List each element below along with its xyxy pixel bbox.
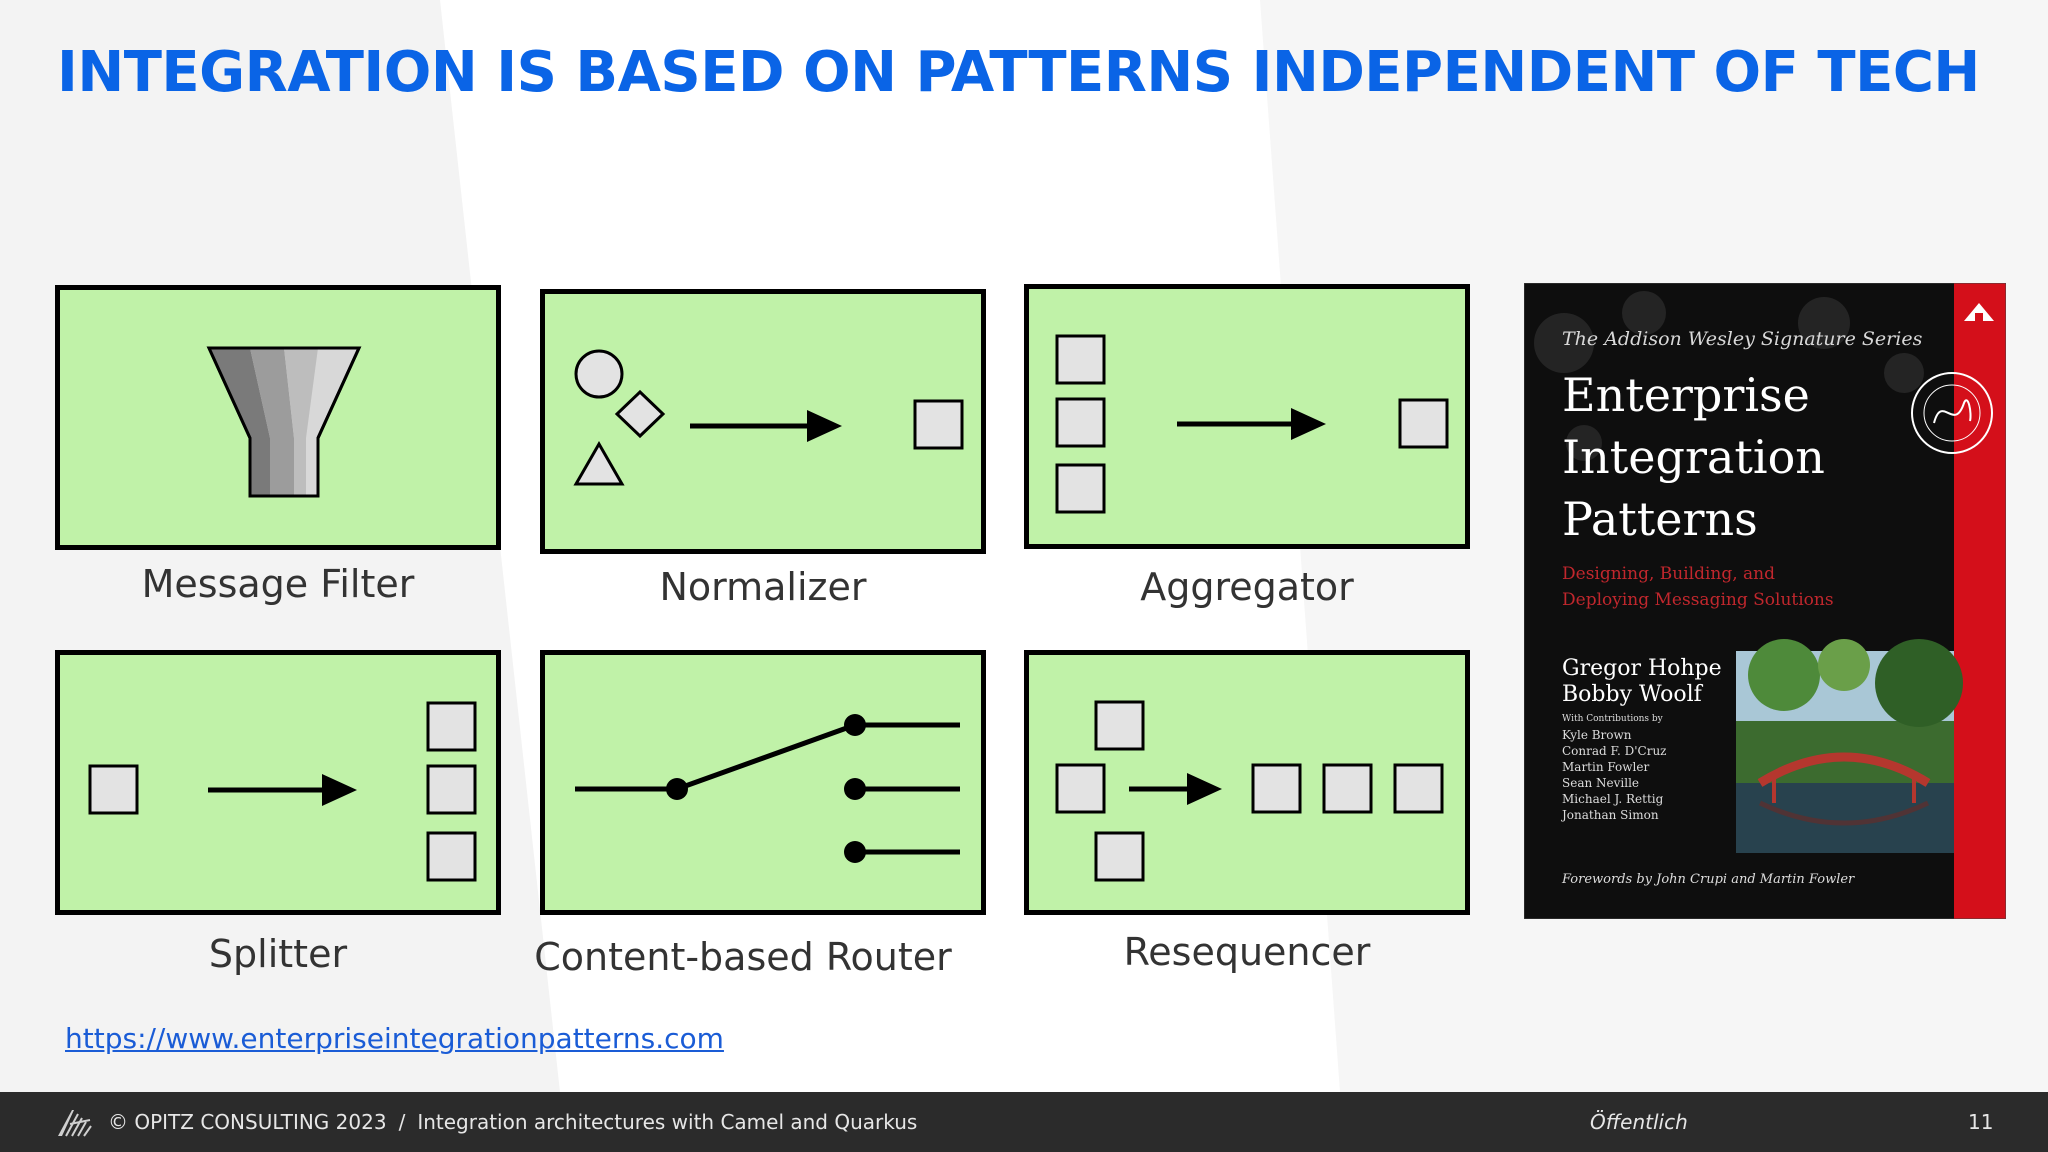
book-forewords: Forewords by John Crupi and Martin Fowle… [1561, 872, 1855, 887]
footer: © OPITZ CONSULTING 2023 / Integration arch… [0, 1092, 2048, 1152]
book-contributor-1: Kyle Brown [1562, 728, 1632, 742]
book-title-line-1: Enterprise [1562, 368, 1810, 422]
footer-talk-title: Integration architectures with Camel and… [417, 1110, 918, 1134]
router-switch-icon [575, 714, 960, 863]
aggregator-label: Aggregator [1140, 565, 1354, 609]
slide-title: INTEGRATION IS BASED ON PATTERNS INDEPEN… [57, 40, 1980, 105]
book-subtitle-line-2: Deploying Messaging Solutions [1562, 590, 1834, 610]
normalizer-icon [573, 349, 964, 486]
resequencer-tile [1024, 650, 1470, 915]
opitz-logo-icon [58, 1110, 92, 1137]
bridge-photo [1736, 639, 1963, 853]
eip-website-link[interactable]: https://www.enterpriseintegrationpattern… [65, 1022, 724, 1055]
funnel-icon [206, 346, 362, 498]
book-author-2: Bobby Woolf [1562, 682, 1704, 707]
resequencer-label: Resequencer [1123, 930, 1371, 974]
message-filter-tile [55, 285, 501, 550]
resequencer-icon [1055, 700, 1444, 882]
content-based-router-label: Content-based Router [534, 935, 952, 979]
book-author-1: Gregor Hohpe [1562, 656, 1722, 681]
signature-seal-icon [1911, 372, 1993, 454]
book-contributor-2: Conrad F. D'Cruz [1562, 744, 1667, 758]
book-contributions-label: With Contributions by [1562, 714, 1664, 724]
splitter-tile [55, 650, 501, 915]
normalizer-label: Normalizer [659, 565, 867, 609]
aggregator-icon [1055, 334, 1449, 514]
page-number: 11 [1968, 1110, 1994, 1134]
splitter-label: Splitter [208, 932, 348, 976]
footer-text: © OPITZ CONSULTING 2023 / Integration arch… [108, 1110, 917, 1134]
book-series: The Addison Wesley Signature Series [1562, 328, 1923, 350]
book-title-line-2: Integration [1562, 430, 1825, 484]
book-contributor-3: Martin Fowler [1562, 760, 1649, 774]
book-cover: The Addison Wesley Signature Series Ente… [1524, 283, 2006, 919]
content-based-router-tile [540, 650, 986, 915]
book-title-line-3: Patterns [1562, 492, 1758, 546]
message-filter-label: Message Filter [141, 562, 415, 606]
book-contributor-6: Jonathan Simon [1560, 808, 1659, 822]
footer-copyright: © OPITZ CONSULTING 2023 [108, 1110, 387, 1134]
book-cover-image: The Addison Wesley Signature Series Ente… [1524, 283, 2006, 919]
normalizer-tile [540, 289, 986, 554]
book-subtitle-line-1: Designing, Building, and [1562, 564, 1775, 584]
footer-separator: / [398, 1110, 406, 1134]
aggregator-tile [1024, 284, 1470, 549]
publisher-logo-icon [1964, 303, 1994, 321]
book-contributor-4: Sean Neville [1562, 776, 1639, 790]
footer-classification: Öffentlich [1590, 1110, 1688, 1134]
splitter-icon [88, 701, 477, 882]
book-contributor-5: Michael J. Rettig [1562, 792, 1664, 806]
